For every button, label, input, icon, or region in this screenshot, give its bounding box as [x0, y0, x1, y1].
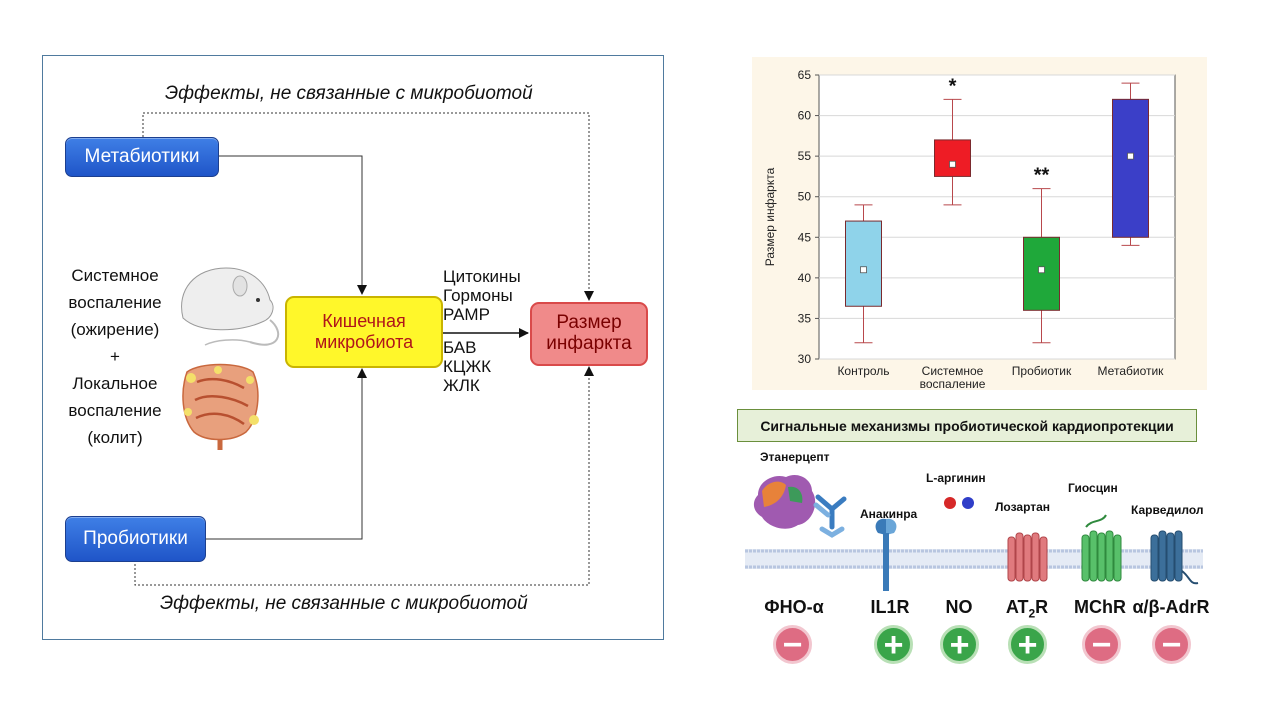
il1r-receptor-icon — [875, 518, 897, 591]
probiotics-label: Пробиотики — [83, 528, 188, 549]
tnf-alpha-protein-icon — [753, 474, 816, 529]
x-tick-label: Пробиотик — [1012, 364, 1072, 378]
receptor-label: NO — [945, 597, 973, 617]
gut-microbiota-box: Кишечная микробиота — [285, 296, 443, 368]
y-tick-label: 55 — [798, 149, 812, 163]
probiotics-box: Пробиотики — [65, 516, 206, 562]
gut-microbiota-line-2: микробиота — [314, 332, 414, 352]
at2r-receptor-icon — [1007, 532, 1048, 582]
drug-label: Лозартан — [995, 500, 1051, 514]
inflammation-line: + — [110, 347, 120, 366]
y-tick-label: 45 — [798, 230, 812, 244]
receptor-label-tail: R — [1035, 597, 1049, 617]
infarct-size-line-1: Размер — [556, 312, 622, 334]
x-tick-label: Метабиотик — [1098, 364, 1165, 378]
l-arginine-molecule-icon — [944, 497, 974, 509]
x-tick-label: Системное — [922, 364, 984, 378]
mediator-item: Цитокины — [443, 267, 521, 286]
y-tick-label: 50 — [798, 190, 812, 204]
arrow-metabiotics-to-microbiota — [217, 155, 367, 295]
receptor-label-at2r: AT2R — [997, 597, 1057, 621]
receptor-label-subscript: 2 — [1028, 606, 1036, 621]
plus-sign-icon: + — [874, 625, 913, 664]
inflammation-line: (колит) — [87, 428, 143, 447]
mediator-item: ЖЛК — [443, 376, 480, 395]
inflammation-line: (ожирение) — [70, 320, 160, 339]
mouse-icon — [181, 267, 280, 346]
mediator-item: Гормоны — [443, 286, 513, 305]
mchr-receptor-icon — [1081, 514, 1122, 582]
y-axis-label: Размер инфаркта — [763, 167, 777, 266]
effects-label-bottom: Эффекты, не связанные с микробиотой — [160, 593, 528, 614]
x-tick-label: воспаление — [920, 377, 986, 390]
minus-sign-icon: − — [1152, 625, 1191, 664]
median-marker — [949, 160, 956, 168]
inflammation-line: воспаление — [68, 293, 162, 312]
y-tick-label: 35 — [798, 311, 812, 325]
effects-label-top: Эффекты, не связанные с микробиотой — [165, 83, 533, 104]
drug-label: L-аргинин — [926, 471, 986, 485]
mediator-item: PAMP — [443, 305, 490, 324]
plus-sign-icon: + — [1008, 625, 1047, 664]
dotted-path-top — [142, 112, 594, 301]
gut-microbiota-line-1: Кишечная — [322, 311, 406, 332]
inflammation-line: Системное — [71, 266, 159, 285]
mediators-bottom: БАВ КЦЖК ЖЛК — [443, 338, 491, 395]
drug-label: Гиосцин — [1068, 481, 1118, 495]
significance-marker: * — [949, 75, 957, 97]
y-tick-label: 40 — [798, 271, 812, 285]
mediator-item: КЦЖК — [443, 357, 492, 376]
y-tick-label: 65 — [798, 68, 812, 82]
receptor-label-main: AT — [1005, 597, 1029, 617]
mediators-top: Цитокины Гормоны PAMP — [443, 267, 521, 324]
drug-label: Карведилол — [1131, 503, 1204, 517]
median-marker — [1038, 266, 1045, 274]
minus-sign-icon: − — [773, 625, 812, 664]
box — [1112, 98, 1149, 238]
plus-sign-icon: + — [940, 625, 979, 664]
membrane-illustration — [745, 474, 1203, 591]
metabiotics-label: Метабиотики — [84, 146, 200, 167]
receptor-label: ФНО-α — [764, 597, 824, 617]
inflammation-text: Системное воспаление (ожирение) + Локаль… — [52, 262, 178, 451]
receptor-label: IL1R — [870, 597, 910, 617]
mediator-item: БАВ — [443, 338, 477, 357]
y-tick-label: 30 — [798, 352, 812, 366]
box — [1023, 236, 1060, 311]
y-tick-label: 60 — [798, 109, 812, 123]
receptor-label: MChR — [1074, 597, 1126, 617]
significance-marker: ** — [1034, 165, 1050, 187]
drug-label: Анакинра — [860, 507, 918, 521]
median-marker — [860, 266, 867, 274]
mechanisms-title: Сигнальные механизмы пробиотической кард… — [737, 409, 1197, 442]
box — [845, 220, 882, 307]
infarct-size-line-2: инфаркта — [546, 333, 632, 354]
inflammation-line: Локальное — [72, 374, 158, 393]
cell-membrane — [745, 549, 1203, 569]
inflammation-line: воспаление — [68, 401, 162, 420]
diagram-frame — [42, 55, 664, 640]
minus-sign-icon: − — [1082, 625, 1121, 664]
x-tick-label: Контроль — [837, 364, 889, 378]
dotted-path-bottom — [134, 366, 594, 586]
box — [934, 139, 971, 177]
drug-label: Этанерцепт — [760, 450, 830, 464]
infarct-size-box: Размер инфаркта — [530, 302, 648, 366]
median-marker — [1127, 152, 1134, 160]
metabiotics-box: Метабиотики — [65, 137, 219, 177]
etanercept-antibody-icon — [813, 494, 847, 538]
arrow-probiotics-to-microbiota — [204, 368, 367, 540]
adrenergic-receptor-icon — [1150, 530, 1199, 585]
intestine-icon — [182, 363, 259, 450]
receptor-label: α/β-AdrR — [1132, 597, 1210, 617]
